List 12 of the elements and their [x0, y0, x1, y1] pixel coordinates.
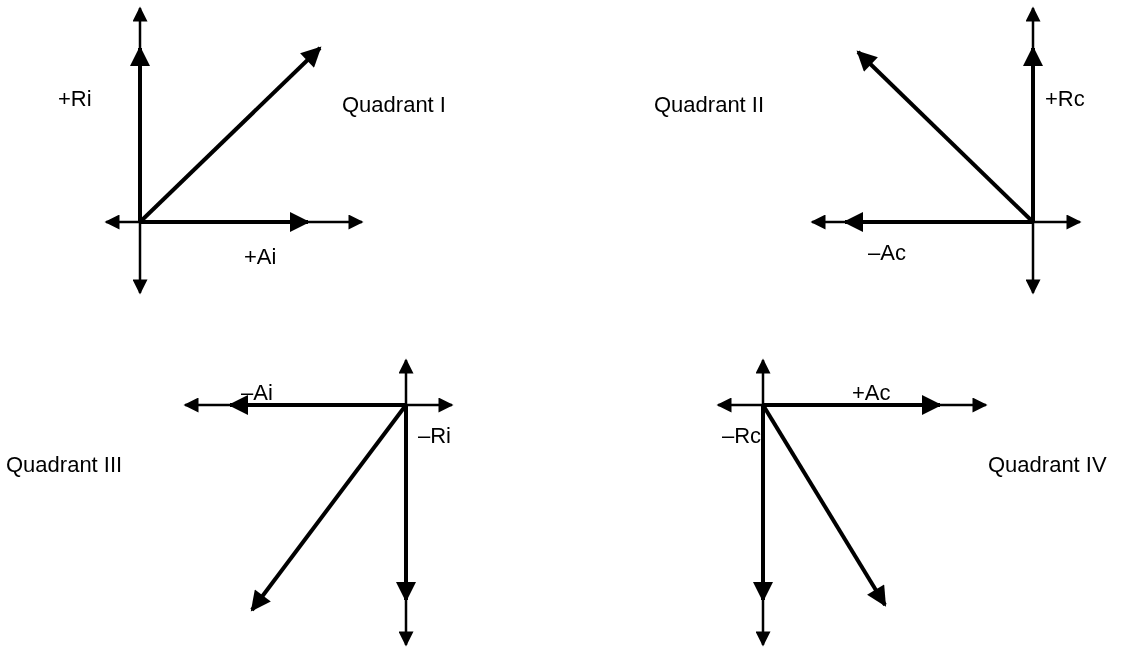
axis-label: Quadrant IV — [988, 452, 1107, 478]
axis-label: +Rc — [1045, 86, 1085, 112]
axis-label: Quadrant III — [6, 452, 123, 478]
axis-label: Quadrant I — [342, 92, 446, 118]
axis-label: –Ri — [418, 423, 451, 449]
axis-label: +Ai — [244, 244, 277, 270]
axis-label: –Rc — [722, 423, 762, 449]
axis-label: –Ai — [241, 380, 273, 406]
axis-label: –Ac — [868, 240, 906, 266]
axis-label: Quadrant II — [654, 92, 765, 118]
axis-label: +Ri — [58, 86, 92, 112]
axis-label: +Ac — [852, 380, 891, 406]
